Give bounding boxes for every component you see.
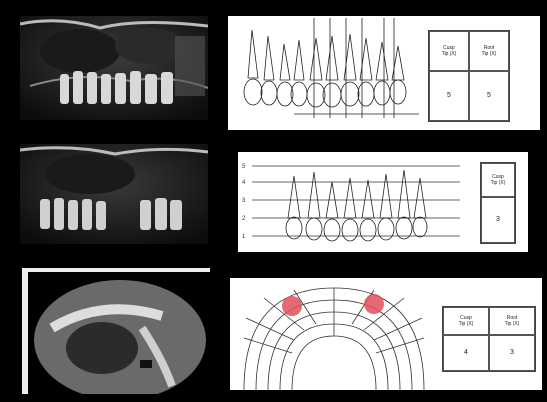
root-tip-header: Root Tip (X) [469,31,509,71]
cusp-tip-header: Cusp Tip (X) [443,307,489,335]
tooth-diagram-1: Cusp Tip (X) Root Tip (X) 5 5 [228,16,540,130]
root-tip-header: Root Tip (X) [489,307,535,335]
cusp-tip-value: 4 [443,335,489,371]
cusp-tip-value: 3 [481,197,515,243]
measurement-table-1: Cusp Tip (X) Root Tip (X) 5 5 [428,30,510,122]
panoramic-xray-2 [20,144,208,244]
root-tip-value: 3 [489,335,535,371]
cusp-tip-header: Cusp Tip (X) [481,163,515,197]
highlight-region-left [282,296,302,316]
level-label-4: 4 [242,180,246,186]
panoramic-xray-1 [20,16,208,120]
root-tip-value: 5 [469,71,509,121]
tooth-diagram-2: 5 4 3 2 1 Cusp Tip (X) 3 [238,152,528,252]
level-label-2: 2 [242,216,246,222]
highlight-region-right [364,294,384,314]
dental-arch-diagram: Cusp Tip (X) Root Tip (X) 4 3 [230,278,542,390]
level-label-5: 5 [242,164,246,170]
cusp-tip-value: 5 [429,71,469,121]
level-label-3: 3 [242,198,246,204]
figure-frame: Cusp Tip (X) Root Tip (X) 5 5 [6,4,544,398]
cbct-xray [22,268,210,394]
measurement-table-3: Cusp Tip (X) Root Tip (X) 4 3 [442,306,536,372]
cusp-tip-header: Cusp Tip (X) [429,31,469,71]
measurement-table-2: Cusp Tip (X) 3 [480,162,516,244]
level-label-1: 1 [242,234,246,240]
